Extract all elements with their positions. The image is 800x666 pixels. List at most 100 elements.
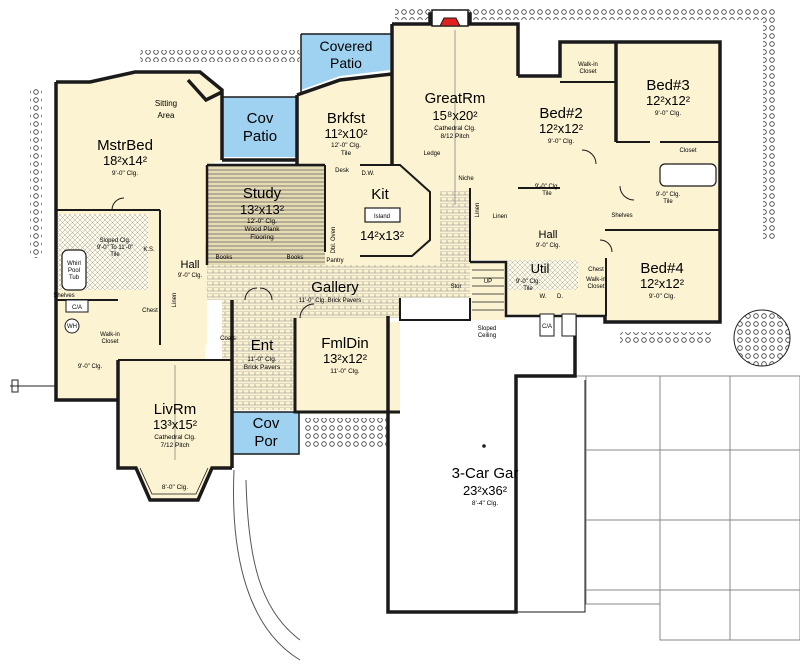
- label-mstrbed: MstrBed: [97, 137, 153, 154]
- size-livrm: 13³x15²: [153, 417, 198, 432]
- label-walkin-master-1: Walk-in: [100, 332, 120, 338]
- note-brkfst-1: 12'-0" Clg.: [331, 142, 361, 149]
- note-greatrm-2: 8/12 Pitch: [441, 133, 470, 140]
- label-chest: Chest: [142, 308, 158, 314]
- label-walkin-bed4-2: Closet: [587, 284, 604, 290]
- note-study-3: Flooring: [250, 234, 274, 241]
- label-brkfst: Brkfst: [327, 110, 366, 127]
- size-bed4: 12²x12²: [640, 276, 685, 291]
- label-linen-center2: Linen: [475, 203, 481, 218]
- room-cov-patio-left: [223, 97, 297, 157]
- size-bed3: 12²x12²: [646, 93, 691, 108]
- ca-unit-right: [539, 313, 555, 337]
- util-tile: [508, 260, 578, 290]
- size-brkfst: 11²x10²: [324, 126, 368, 141]
- label-bed3: Bed#3: [646, 77, 689, 94]
- note-util-2: Tile: [523, 286, 533, 292]
- room-study: [207, 165, 325, 265]
- room-hall-left: [160, 245, 207, 345]
- note-bath-master-1: Sloped Clg.: [99, 238, 130, 244]
- note-bed3: 9'-0" Clg.: [655, 110, 682, 117]
- room-brkfst: [297, 74, 392, 165]
- stair-treads: [472, 269, 504, 311]
- room-cov-por: [233, 412, 299, 454]
- note-brkfst-2: Tile: [341, 150, 352, 157]
- note-bath-right-1: 9'-0" Clg.: [656, 192, 681, 198]
- note-ent-1: 11'-0" Clg.: [247, 356, 277, 363]
- note-study-2: Wood Plank: [245, 226, 281, 233]
- tree-icon: [733, 309, 791, 367]
- label-walkin-bed3-1: Walk-in: [578, 62, 598, 68]
- note-livrm-bay: 8'-0" Clg.: [162, 484, 189, 491]
- ca-unit-left: [65, 299, 89, 313]
- note-bed4: 9'-0" Clg.: [649, 293, 676, 300]
- room-mstrbed: [56, 72, 224, 210]
- label-chest-bed4: Chest: [588, 267, 604, 273]
- note-ent-2: Brick Pavers: [244, 364, 281, 371]
- label-linen-left: Linen: [172, 293, 178, 308]
- size-bed2: 12²x12²: [539, 121, 584, 136]
- note-fmldin: 11'-0" Clg.: [330, 368, 360, 375]
- note-garage: 8'-4" Clg.: [472, 500, 499, 507]
- stair: [470, 262, 506, 320]
- label-greatrm: GreatRm: [425, 90, 486, 107]
- tub-icon-bed-bath: [659, 163, 717, 187]
- label-coats: Coats: [220, 336, 236, 342]
- label-stor: Stor: [450, 284, 461, 290]
- note-study-1: 12'-0" Clg.: [247, 218, 277, 225]
- label-cov-por-1: Cov: [253, 415, 280, 432]
- note-bath-right-2: Tile: [663, 199, 673, 205]
- label-pantry: Pantry: [326, 258, 343, 264]
- label-desk: Desk: [335, 168, 350, 174]
- label-study: Study: [243, 185, 282, 202]
- note-hall-left: 9'-0" Clg.: [178, 273, 203, 279]
- label-w: W.: [540, 294, 547, 300]
- label-up: UP: [484, 279, 492, 285]
- label-books-right: Books: [287, 255, 304, 261]
- label-hall-center: Hall: [539, 229, 558, 241]
- note-bath-master-2: 9'-0" To 11'-0": [97, 245, 133, 251]
- size-mstrbed: 18²x14²: [103, 153, 148, 168]
- hedge-right-side: [763, 20, 775, 240]
- label-walkin-master-2: Closet: [101, 339, 118, 345]
- meter-icon: [10, 379, 58, 393]
- label-fmldin: FmlDin: [321, 335, 369, 352]
- label-util: Util: [531, 261, 550, 276]
- garage-mark: [482, 444, 486, 448]
- fireplace-icon: [431, 9, 469, 27]
- room-covered-patio: [301, 34, 390, 90]
- label-island: Island: [374, 214, 390, 220]
- label-hall-left: Hall: [181, 259, 200, 271]
- door-swings: [111, 149, 635, 319]
- note-livrm-2: 7/12 Pitch: [161, 442, 190, 449]
- label-ledge: Ledge: [424, 151, 441, 157]
- label-d: D.: [557, 294, 563, 300]
- note-gallery: 11'-0" Clg. Brick Pavers: [299, 298, 362, 304]
- label-whirl-3: Tub: [69, 275, 80, 281]
- note-livrm-1: Cathedral Clg.: [154, 434, 196, 441]
- note-bath-center-2: Tile: [542, 191, 552, 197]
- label-linen-center: Linen: [493, 214, 508, 220]
- label-whirl-2: Pool: [68, 268, 80, 274]
- size-kit: 14²x13²: [360, 228, 405, 243]
- label-sitting-1: Sitting: [155, 99, 177, 108]
- size-study: 13²x13²: [240, 202, 285, 217]
- size-fmldin: 13²x12²: [323, 351, 368, 366]
- label-ca-right: C/A: [542, 324, 552, 330]
- size-greatrm: 15⁸x20²: [432, 108, 478, 123]
- room-bed4: [605, 230, 720, 322]
- label-ca-left: C/A: [72, 305, 82, 311]
- note-greatrm-1: Cathedral Clg.: [434, 125, 476, 132]
- bay-window: [139, 467, 209, 495]
- label-cov-patio-left-2: Patio: [243, 128, 277, 145]
- walls: [54, 12, 722, 614]
- label-dw: D.W.: [362, 171, 375, 177]
- label-bed4: Bed#4: [640, 260, 683, 277]
- label-books-left: Books: [216, 255, 233, 261]
- note-bath-master-3: Tile: [110, 252, 120, 258]
- tub-icon: [61, 249, 87, 291]
- kitchen-island: [364, 207, 401, 223]
- label-walkin-bed4-1: Walk-in: [586, 277, 606, 283]
- note-util-1: 9'-0" Clg.: [516, 279, 541, 285]
